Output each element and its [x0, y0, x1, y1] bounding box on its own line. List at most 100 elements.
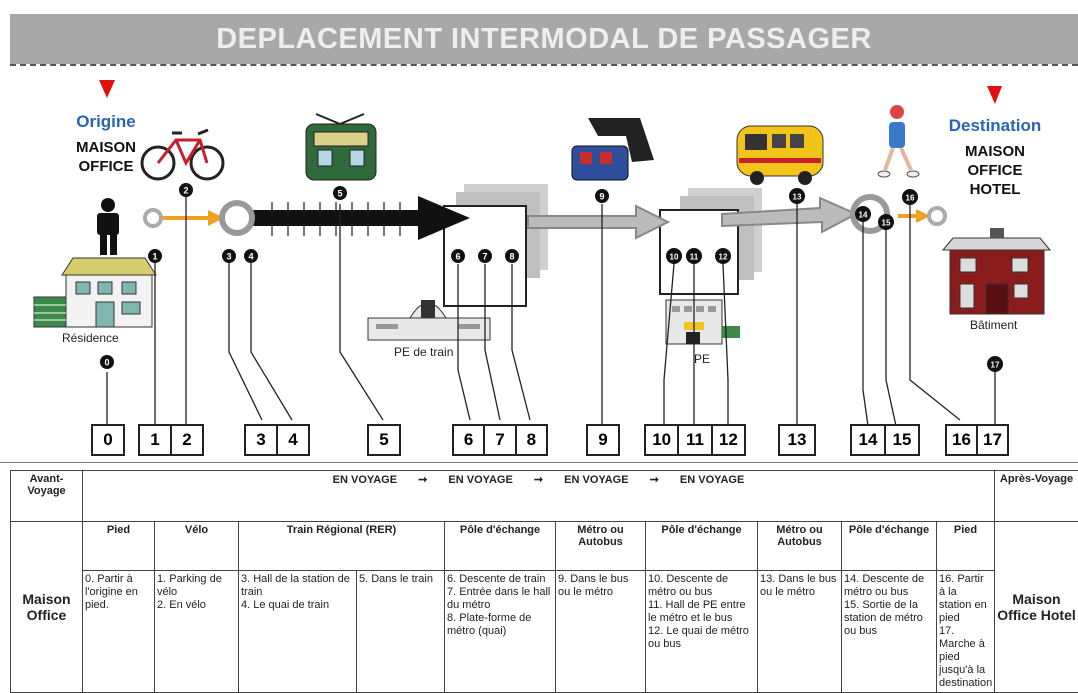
number-cell: 9 [588, 426, 618, 454]
exchange-pole-1 [444, 184, 548, 306]
person-icon [97, 198, 119, 255]
number-cell: 7 [483, 426, 514, 454]
destination-line: HOTEL [955, 180, 1035, 199]
step-marker-1: 1 [148, 249, 162, 263]
number-box-9: 9 [586, 424, 620, 456]
number-cell: 4 [276, 426, 308, 454]
step-item: 0. Partir à l'origine en pied. [85, 573, 152, 612]
arrow-icon: ➞ [418, 474, 427, 486]
origin-title: Origine [66, 112, 146, 132]
step-item: 9. Dans le bus ou le métro [558, 573, 643, 599]
step-marker-label: 16 [906, 194, 915, 203]
step-marker-label: 17 [991, 361, 1000, 370]
en-voyage-row: EN VOYAGE ➞ EN VOYAGE ➞ EN VOYAGE ➞ EN V… [83, 471, 995, 522]
train-station-caption: PE de train [394, 345, 453, 359]
number-cell: 5 [369, 426, 399, 454]
bus-icon [737, 126, 823, 185]
step-marker-label: 11 [690, 253, 699, 262]
start-place-cell: Maison Office [11, 522, 83, 693]
mode-header: Pôle d'échange [842, 522, 937, 571]
step-marker-label: 7 [482, 252, 487, 262]
origin-marker-icon [99, 80, 115, 98]
step-marker-label: 2 [183, 186, 188, 196]
mode-header: Pôle d'échange [646, 522, 758, 571]
hotel-icon [943, 228, 1050, 314]
step-marker-13: 13 [789, 188, 805, 204]
metro-route-arrow-1 [528, 206, 668, 238]
office-building-icon [666, 300, 740, 344]
number-cell: 11 [677, 426, 710, 454]
step-item: 12. Le quai de métro ou bus [648, 625, 755, 651]
destination-line: MAISON [955, 142, 1035, 161]
step-marker-8: 8 [505, 249, 519, 263]
step-item: 10. Descente de métro ou bus [648, 573, 755, 599]
number-cell: 1 [140, 426, 170, 454]
mode-header: Métro ou Autobus [556, 522, 646, 571]
mode-header: Pied [937, 522, 995, 571]
step-marker-17: 17 [987, 356, 1003, 372]
train-icon [306, 114, 376, 180]
number-box-13: 13 [778, 424, 816, 456]
steps-in-train: 5. Dans le train [357, 571, 445, 693]
number-cell: 14 [852, 426, 884, 454]
step-item: 8. Plate-forme de métro (quai) [447, 612, 553, 638]
number-cell: 10 [646, 426, 677, 454]
step-item: 4. Le quai de train [241, 599, 354, 612]
number-cell: 0 [93, 426, 123, 454]
step-marker-5: 5 [333, 186, 347, 200]
step-item: 2. En vélo [157, 599, 236, 612]
step-marker-label: 4 [248, 252, 253, 262]
number-cell: 13 [780, 426, 814, 454]
destination-place: MAISON OFFICE HOTEL [955, 142, 1035, 199]
number-cell: 17 [976, 426, 1007, 454]
number-cell: 8 [515, 426, 546, 454]
step-item: 14. Descente de métro ou bus [844, 573, 934, 599]
step-marker-7: 7 [478, 249, 492, 263]
number-box-5: 5 [367, 424, 401, 456]
number-cell: 12 [711, 426, 744, 454]
step-item: 5. Dans le train [359, 573, 442, 586]
step-marker-14: 14 [855, 206, 871, 222]
step-item: 3. Hall de la station de train [241, 573, 354, 599]
step-marker-2: 2 [179, 183, 193, 197]
step-marker-label: 6 [455, 252, 460, 262]
step-marker-label: 13 [793, 193, 802, 202]
residence-caption: Résidence [62, 331, 119, 345]
mode-header: Pôle d'échange [445, 522, 556, 571]
step-marker-label: 1 [152, 252, 157, 262]
origin-place: MAISON OFFICE [66, 138, 146, 176]
step-item: 13. Dans le bus ou le métro [760, 573, 839, 599]
steps-metro-2: 13. Dans le bus ou le métro [758, 571, 842, 693]
step-marker-15: 15 [878, 214, 894, 230]
number-cell: 16 [947, 426, 976, 454]
building-caption: Bâtiment [970, 318, 1017, 332]
walk-arrow-2 [898, 209, 930, 223]
step-item: 16. Partir à la station en pied [939, 573, 992, 625]
en-voyage-label: EN VOYAGE [448, 474, 512, 486]
step-marker-label: 14 [859, 211, 868, 220]
walk-arrow-1 [162, 210, 224, 226]
transfer-ring-station [222, 203, 252, 233]
mode-header: Train Régional (RER) [239, 522, 445, 571]
step-item: 17. Marche à pied jusqu'à la destination [939, 625, 992, 690]
number-cell: 15 [884, 426, 918, 454]
steps-metro-1: 9. Dans le bus ou le métro [556, 571, 646, 693]
number-cell: 3 [246, 426, 276, 454]
arrow-icon: ➞ [650, 474, 659, 486]
destination-line: OFFICE [955, 161, 1035, 180]
number-box-0: 0 [91, 424, 125, 456]
step-item: 7. Entrée dans le hall du métro [447, 586, 553, 612]
step-marker-label: 9 [599, 192, 604, 202]
